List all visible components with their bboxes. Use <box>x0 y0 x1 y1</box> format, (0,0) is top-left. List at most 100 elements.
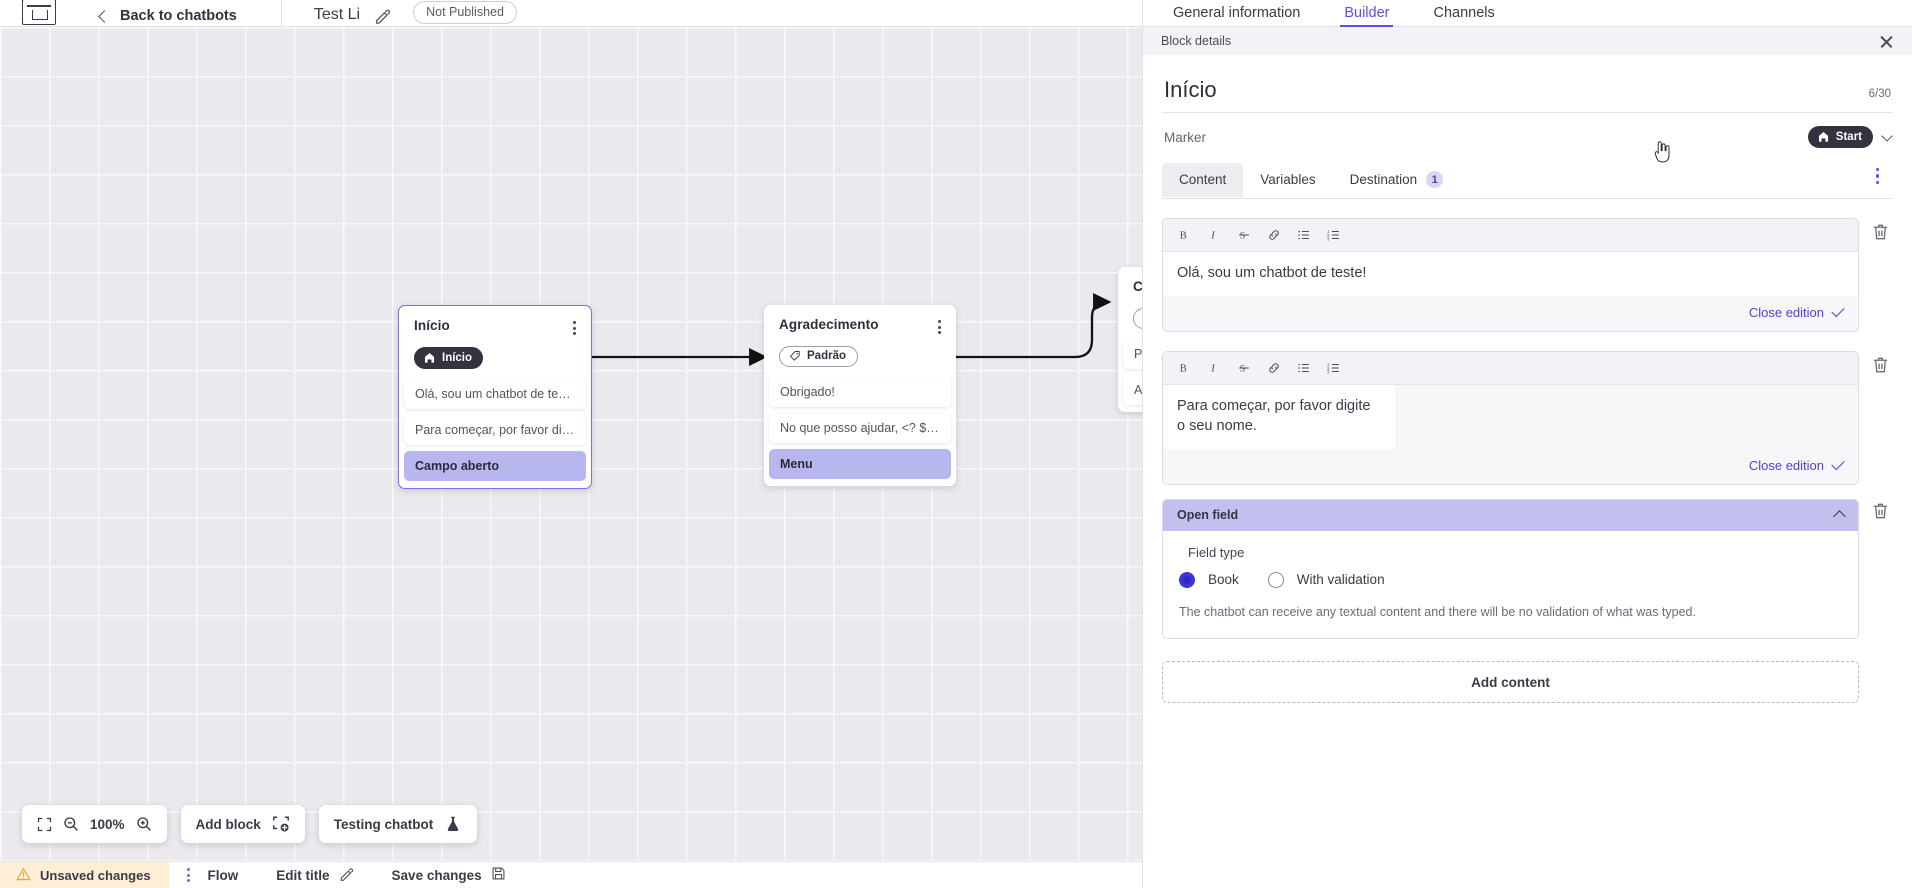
strikethrough-icon[interactable]: S <box>1229 357 1259 379</box>
bullet-list-icon[interactable] <box>1289 224 1319 246</box>
open-field-body: Field type Book With validation The chat… <box>1163 530 1858 639</box>
flow-button[interactable]: Flow <box>208 868 239 883</box>
link-icon[interactable] <box>1259 224 1289 246</box>
block-row[interactable]: No que posso ajudar, <? $name ... <box>769 413 951 443</box>
flask-icon <box>444 815 462 833</box>
close-icon[interactable] <box>1879 34 1894 49</box>
block-marker-row: Início <box>399 338 591 379</box>
edit-title-label: Edit title <box>276 867 330 883</box>
unsaved-changes-label: Unsaved changes <box>40 867 151 883</box>
svg-text:3: 3 <box>1327 237 1330 242</box>
editor-text[interactable]: Para começar, por favor digite o seu nom… <box>1163 384 1395 449</box>
edit-title-button[interactable]: Edit title <box>276 866 353 884</box>
zoom-out-icon[interactable] <box>63 816 79 832</box>
trash-icon[interactable] <box>1871 501 1893 526</box>
app-logo-icon[interactable] <box>22 0 56 25</box>
block-title-row: Início 6/30 <box>1162 55 1893 112</box>
close-edition-button[interactable]: Close edition <box>1748 457 1824 473</box>
block-marker-badge[interactable]: Início <box>414 347 484 369</box>
radio-book[interactable] <box>1179 571 1195 588</box>
testing-chatbot-button[interactable]: Testing chatbot <box>318 805 478 843</box>
zoom-level: 100% <box>90 816 125 832</box>
block-row[interactable]: Obrigado! <box>769 377 951 407</box>
link-icon[interactable] <box>1259 357 1289 379</box>
check-icon <box>1831 456 1845 470</box>
save-changes-label: Save changes <box>391 867 482 883</box>
block-row[interactable]: Para começar, por favor digite o ... <box>404 415 586 445</box>
open-field-header[interactable]: Open field <box>1163 499 1858 531</box>
document-title-group: Test Li <box>314 6 391 24</box>
save-changes-button[interactable]: Save changes <box>392 866 506 884</box>
title-divider <box>1162 112 1893 113</box>
svg-text:B: B <box>1180 363 1187 374</box>
block-marker-badge[interactable]: Padrão <box>779 346 858 367</box>
bold-icon[interactable]: B <box>1169 224 1199 246</box>
tab-variables[interactable]: Variables <box>1243 163 1332 197</box>
block-marker-row: Padrão <box>764 337 956 377</box>
tab-destination[interactable]: Destination 1 <box>1333 162 1461 198</box>
block-details-panel: General information Builder Channels Blo… <box>1142 0 1912 888</box>
radio-with-validation-label: With validation <box>1296 572 1385 588</box>
kebab-menu-icon[interactable] <box>1862 168 1893 192</box>
main-tabs: General information Builder Channels <box>1143 0 1912 27</box>
tab-general-information[interactable]: General information <box>1173 5 1301 21</box>
kebab-menu-icon[interactable] <box>186 868 190 882</box>
tab-content[interactable]: Content <box>1162 163 1244 197</box>
block-row[interactable]: Olá, sou um chatbot de teste! <box>404 379 586 409</box>
radio-with-validation[interactable] <box>1267 571 1284 588</box>
panel-block-title: Início <box>1164 77 1217 102</box>
fit-screen-icon[interactable] <box>37 817 52 832</box>
check-icon <box>1831 303 1845 317</box>
svg-text:I: I <box>1210 231 1215 242</box>
block-marker-label: Padrão <box>807 350 846 362</box>
save-disk-icon <box>491 866 506 884</box>
flow-block-inicio[interactable]: Início Início Olá, sou um chatbot de tes… <box>398 305 592 489</box>
back-to-chatbots-button[interactable]: Back to chatbots <box>98 8 237 24</box>
svg-text:1: 1 <box>1327 229 1330 234</box>
trash-icon[interactable] <box>1871 222 1893 247</box>
chevron-left-icon <box>98 9 111 23</box>
marker-value-badge: Start <box>1807 126 1873 148</box>
italic-icon[interactable]: I <box>1199 357 1229 379</box>
testing-chatbot-label: Testing chatbot <box>333 816 434 832</box>
block-row[interactable]: Campo aberto <box>404 451 586 481</box>
block-row[interactable]: Menu <box>769 449 951 479</box>
add-block-button[interactable]: Add block <box>180 805 305 843</box>
svg-text:1: 1 <box>1327 361 1330 366</box>
editor-footer: Close edition <box>1163 449 1858 484</box>
close-edition-button[interactable]: Close edition <box>1748 304 1824 320</box>
zoom-in-icon[interactable] <box>136 816 152 832</box>
pencil-icon[interactable] <box>374 7 391 24</box>
open-field-title: Open field <box>1177 507 1239 522</box>
panel-header-title: Block details <box>1161 34 1232 48</box>
tab-builder[interactable]: Builder <box>1340 5 1394 27</box>
svg-text:S: S <box>1240 363 1245 374</box>
trash-icon[interactable] <box>1871 355 1893 380</box>
italic-icon[interactable]: I <box>1199 224 1229 246</box>
field-type-radio-group: Book With validation <box>1179 571 1842 588</box>
bold-icon[interactable]: B <box>1169 357 1199 379</box>
home-icon <box>424 352 435 363</box>
block-menu-icon[interactable] <box>936 317 943 337</box>
bullet-list-icon[interactable] <box>1289 357 1319 379</box>
strikethrough-icon[interactable]: S <box>1229 224 1259 246</box>
marker-select[interactable]: Start <box>1807 126 1893 148</box>
warning-triangle-icon <box>16 867 31 884</box>
block-menu-icon[interactable] <box>571 318 578 338</box>
editor-text[interactable]: Olá, sou um chatbot de teste! <box>1163 252 1858 296</box>
panel-body: Início 6/30 Marker Start Content Variabl… <box>1143 55 1912 888</box>
svg-text:S: S <box>1240 231 1245 242</box>
tab-channels[interactable]: Channels <box>1433 5 1495 21</box>
open-field-card: Open field Field type Book With validati… <box>1162 498 1859 640</box>
zoom-controls: 100% <box>22 805 167 843</box>
tab-variables-label: Variables <box>1260 172 1316 187</box>
chevron-up-icon[interactable] <box>1833 510 1846 524</box>
flow-block-agradecimento[interactable]: Agradecimento Padrão Obrigado! No que po… <box>764 305 956 486</box>
svg-text:2: 2 <box>1327 233 1330 238</box>
add-content-button[interactable]: Add content <box>1162 661 1859 704</box>
